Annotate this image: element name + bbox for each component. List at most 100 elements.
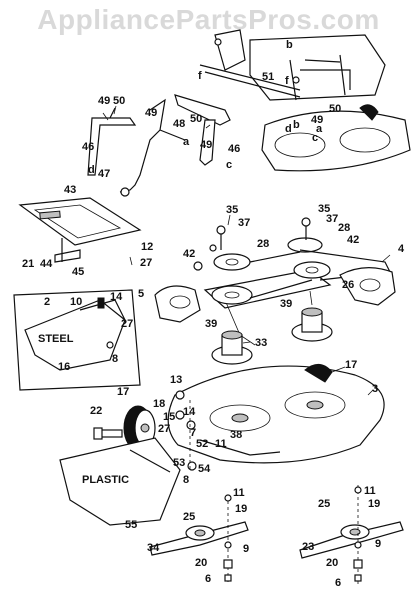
callout-20-left: 20 [195, 557, 207, 569]
callout-9-right: 9 [375, 538, 381, 550]
callout-7: 7 [190, 427, 196, 439]
callout-17-wheel: 17 [117, 386, 129, 398]
callout-22: 22 [90, 405, 102, 417]
blade-right [299, 485, 404, 585]
callout-48: 48 [173, 118, 185, 130]
deck-rear-fragment [261, 104, 411, 172]
spindle-housing-left [211, 330, 253, 365]
callout-35-left: 35 [226, 204, 238, 216]
callout-8-inset: 8 [112, 353, 118, 365]
plastic-chute [59, 437, 181, 526]
callout-39-left: 39 [205, 318, 217, 330]
lift-shaft-assembly [199, 29, 386, 101]
steel-label: STEEL [38, 333, 74, 345]
callout-42-left: 42 [183, 248, 195, 260]
callout-49-mid: 49 [145, 107, 157, 119]
label-a-right: a [316, 123, 323, 135]
callout-45: 45 [72, 266, 84, 278]
callout-labels: 51 b f f 49 50 46 d 47 49 48 50 a 49 46 … [22, 39, 405, 589]
callout-16: 16 [58, 361, 70, 373]
callout-2: 2 [44, 296, 50, 308]
deck-wheel [123, 405, 156, 451]
callout-27-top: 27 [140, 257, 152, 269]
callout-38: 38 [230, 429, 242, 441]
callout-5: 5 [138, 288, 144, 300]
callout-44: 44 [40, 258, 53, 270]
callout-52: 52 [196, 438, 208, 450]
callout-11-deck: 11 [215, 438, 227, 450]
callout-50-mid: 50 [190, 113, 202, 125]
callout-28-right: 28 [338, 222, 350, 234]
callout-11-left: 11 [233, 487, 245, 499]
label-b-top: b [286, 39, 293, 51]
hanger-bracket-left [87, 94, 231, 197]
callout-47: 47 [98, 168, 110, 180]
label-b-right: b [293, 119, 300, 131]
callout-13: 13 [170, 374, 182, 386]
callout-46-left: 46 [82, 141, 94, 153]
callout-4: 4 [398, 243, 405, 255]
callout-28-left: 28 [257, 238, 269, 250]
callout-55: 55 [125, 519, 137, 531]
callout-18: 18 [153, 398, 165, 410]
spindle-housing-right [291, 307, 333, 342]
callout-10: 10 [70, 296, 82, 308]
callout-53: 53 [173, 457, 185, 469]
callout-6-left: 6 [205, 573, 211, 585]
label-c-mid: c [226, 159, 232, 171]
callout-26: 26 [342, 279, 354, 291]
label-d-left: d [88, 164, 95, 176]
callout-25-right: 25 [318, 498, 330, 510]
plastic-label: PLASTIC [82, 474, 129, 486]
callout-35-right: 35 [318, 203, 330, 215]
idler-bracket-left [154, 285, 201, 323]
callout-12: 12 [141, 241, 153, 253]
blade-left [149, 494, 249, 585]
callout-33: 33 [255, 337, 267, 349]
callout-37-left: 37 [238, 217, 250, 229]
callout-54: 54 [198, 463, 211, 475]
idler-bracket-right [339, 267, 396, 306]
callout-11-right: 11 [364, 485, 376, 497]
callout-25-left: 25 [183, 511, 195, 523]
label-a-mid: a [183, 136, 190, 148]
callout-34: 34 [147, 542, 160, 554]
callout-14-inset: 14 [110, 291, 123, 303]
callout-46-right: 46 [228, 143, 240, 155]
callout-49-right: 49 [200, 139, 212, 151]
callout-50-left: 50 [113, 95, 125, 107]
wheel-bolt [93, 427, 123, 440]
label-f-top: f [198, 70, 202, 82]
callout-49-left: 49 [98, 95, 110, 107]
callout-19-left: 19 [235, 503, 247, 515]
callout-8-deck: 8 [183, 474, 189, 486]
mower-deck-housing [167, 364, 385, 464]
belt-guard-plate [18, 197, 142, 263]
callout-43: 43 [64, 184, 76, 196]
watermark-text: AppliancePartsPros.com [37, 4, 380, 35]
callout-27-deck: 27 [158, 423, 170, 435]
callout-14-deck: 14 [183, 406, 196, 418]
callout-9-left: 9 [243, 543, 249, 555]
callout-19-right: 19 [368, 498, 380, 510]
callout-37-right: 37 [326, 213, 338, 225]
callout-20-right: 20 [326, 557, 338, 569]
callout-50-deck: 50 [329, 103, 341, 115]
label-d-right: d [285, 123, 292, 135]
callout-27-inset: 27 [121, 318, 133, 330]
callout-39-right: 39 [280, 298, 292, 310]
label-c-right: c [312, 132, 318, 144]
callout-42-right: 42 [347, 234, 359, 246]
callout-23: 23 [302, 541, 314, 553]
callout-6-right: 6 [335, 577, 341, 589]
small-hardware [175, 244, 217, 471]
callout-21: 21 [22, 258, 34, 270]
callout-15: 15 [163, 411, 175, 423]
callout-3: 3 [372, 383, 378, 395]
steel-chute-inset [13, 289, 141, 391]
callout-51: 51 [262, 71, 274, 83]
label-f-right: f [285, 75, 289, 87]
callout-17-deck: 17 [345, 359, 357, 371]
leader-lines [102, 105, 391, 396]
